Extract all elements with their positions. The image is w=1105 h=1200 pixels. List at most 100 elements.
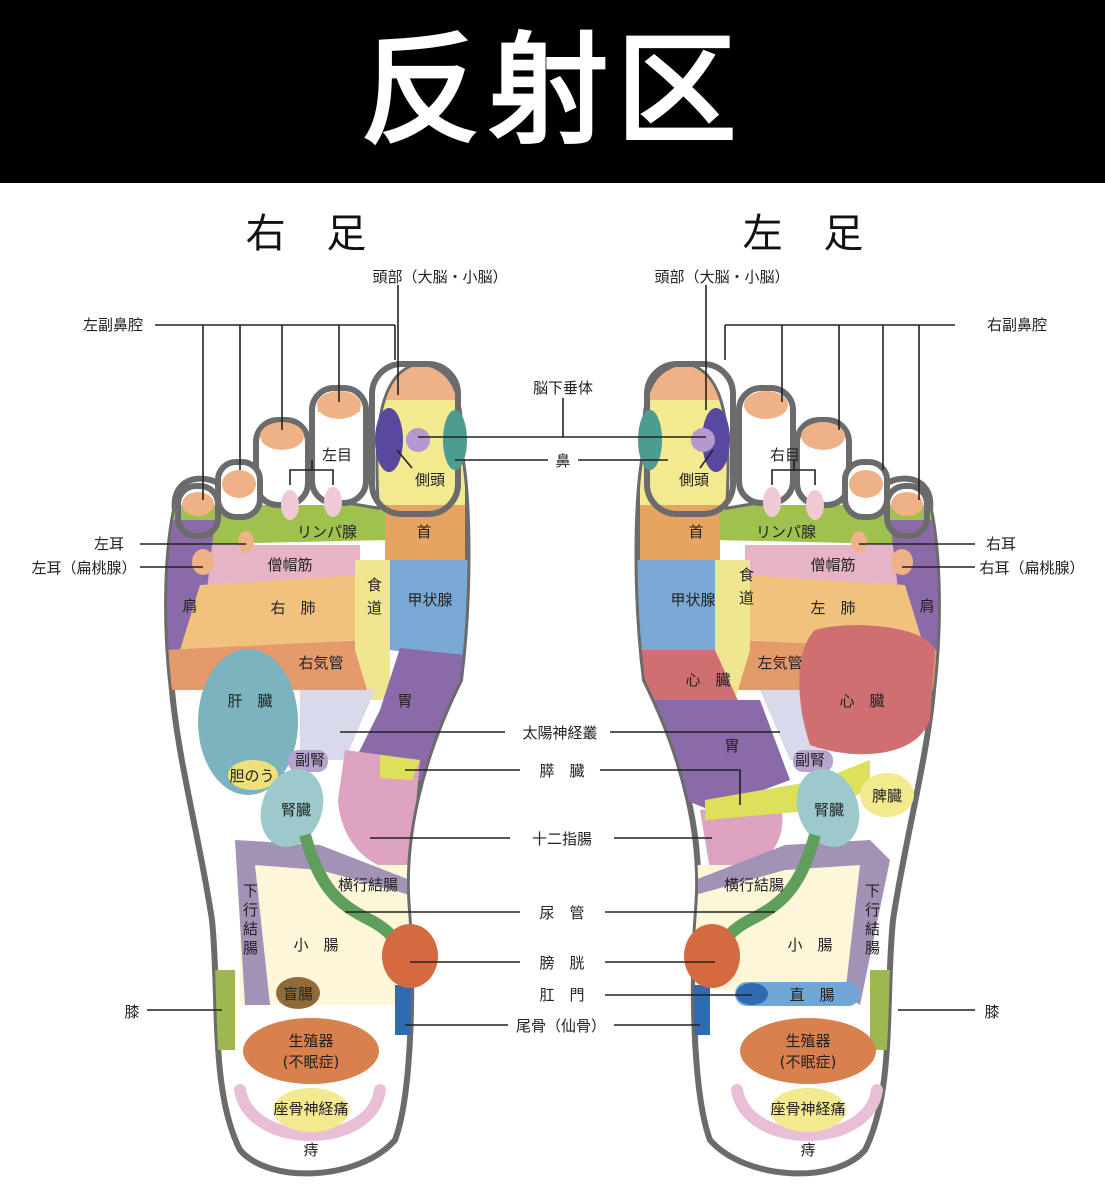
right-lymph-label: リンパ腺	[297, 523, 357, 541]
right-bladder	[382, 924, 438, 988]
left-adrenal	[793, 750, 833, 772]
right-toe-tip-5	[182, 492, 214, 516]
right-tonsil-spot	[192, 549, 214, 575]
left-insomnia-label: (不眠症)	[780, 1053, 837, 1071]
left-toe-5	[884, 483, 930, 539]
ureter-label: 尿 管	[539, 904, 584, 922]
right-cecum-label: 盲腸	[283, 985, 313, 1003]
coccyx-label: 尾骨（仙骨）	[516, 1017, 606, 1035]
left-ear-spot	[851, 531, 867, 553]
left-genitals	[740, 1018, 876, 1084]
title-banner: 反射区	[0, 0, 1105, 183]
left-sciatic-core	[770, 1088, 846, 1132]
right-coccyx-zone	[395, 985, 415, 1035]
pituitary-label: 脳下垂体	[533, 379, 593, 397]
right-toe-tip-4	[222, 470, 256, 498]
right-temple-spot	[375, 408, 403, 472]
page-title: 反射区	[360, 22, 745, 161]
right-ear-tonsil-label: 右耳（扁桃腺）	[979, 559, 1084, 577]
left-heart-small-label: 心 臓	[685, 671, 730, 689]
left-anus-spot	[736, 983, 768, 1005]
right-stomach-label: 胃	[397, 692, 412, 710]
right-transverse-colon-label: 横行結腸	[338, 876, 398, 894]
solar-plexus-label: 太陽神経叢	[522, 724, 597, 742]
left-shoulder-label: 肩	[919, 597, 934, 615]
knee-label-left: 膝	[984, 1003, 999, 1021]
right-gallbladder	[228, 760, 278, 790]
right-lung-zone	[180, 575, 360, 650]
right-adrenal-label: 副腎	[295, 751, 325, 769]
right-adrenal	[288, 750, 328, 772]
pancreas-label: 膵 臓	[539, 762, 584, 780]
right-lung-label: 右 肺	[270, 599, 315, 617]
right-sinus-label: 右副鼻腔	[987, 316, 1047, 334]
right-esophagus-zone	[355, 560, 390, 700]
right-left-eye-label: 左目	[322, 446, 352, 464]
left-trapezius-label: 僧帽筋	[810, 556, 855, 574]
left-rectum-label: 直 腸	[789, 986, 834, 1004]
right-duodenum-zone	[338, 750, 420, 871]
left-heart	[799, 625, 935, 755]
left-small-intestine-label: 小 腸	[787, 936, 832, 954]
left-tonsil-spot	[891, 549, 913, 575]
left-right-eye-label: 右目	[770, 446, 800, 464]
left-sciatic-label: 座骨神経痛	[770, 1100, 845, 1118]
left-colon-band	[695, 840, 890, 1005]
right-toe-tip-2b	[317, 391, 361, 419]
right-ear-label: 右耳	[986, 535, 1016, 553]
left-heart-small-zone	[640, 650, 740, 705]
duodenum-label: 十二指腸	[532, 830, 592, 848]
leader-lines	[140, 285, 975, 1026]
right-ear-spot	[238, 531, 254, 553]
left-foot-heading: 左 足	[743, 211, 878, 257]
right-kidney	[260, 769, 324, 847]
right-cecum	[276, 977, 320, 1009]
right-neck-zone	[385, 505, 465, 560]
right-liver-label: 肝 臓	[227, 692, 272, 710]
left-lymph-label: リンパ腺	[756, 523, 816, 541]
left-stomach-label: 胃	[724, 737, 739, 755]
left-toe-tip-2	[744, 391, 788, 419]
reflexology-diagram: 右 足 左目 側頭 リンパ腺 首 僧帽筋 肩 右 肺 食道 甲状腺 右気管 肝 …	[31, 211, 1085, 1177]
left-toe-tip-5	[891, 492, 923, 516]
head-brain-label-right: 頭部（大脳・小脳）	[372, 268, 507, 286]
right-genitals	[243, 1018, 379, 1084]
right-small-intestine-label: 小 腸	[293, 936, 338, 954]
right-gallbladder-label: 胆のう	[229, 767, 274, 785]
right-liver	[198, 649, 298, 795]
bladder-label: 膀 胱	[539, 954, 584, 972]
left-pituitary-spot	[691, 428, 715, 452]
right-toe-5	[175, 483, 221, 539]
right-pituitary-spot	[406, 428, 430, 452]
right-sciatic-core	[273, 1088, 349, 1132]
left-esophagus-zone	[715, 560, 750, 700]
left-temple-label: 側頭	[679, 471, 709, 489]
left-thyroid-zone	[637, 560, 715, 650]
left-rectum-zone	[735, 982, 860, 1006]
left-lung-label: 左 肺	[810, 599, 855, 617]
left-bladder	[684, 924, 740, 988]
right-sciatic-arc	[234, 1084, 386, 1141]
left-spleen	[860, 773, 914, 817]
right-foot: 右 足 左目 側頭 リンパ腺 首 僧帽筋 肩 右 肺 食道 甲状腺 右気管 肝 …	[164, 211, 471, 1177]
left-neck-label: 首	[688, 523, 703, 541]
left-nose-spot	[638, 410, 662, 470]
left-toe-tip-4	[849, 470, 883, 498]
left-eye-spot-2	[806, 490, 824, 520]
nose-label: 鼻	[555, 452, 570, 470]
knee-label-right: 膝	[124, 1003, 139, 1021]
right-solar-zone	[300, 690, 375, 760]
right-eye-spot-1	[281, 490, 299, 520]
right-esophagus-label: 食道	[365, 577, 383, 623]
right-temple-label: 側頭	[415, 471, 445, 489]
anus-label: 肛 門	[539, 986, 584, 1004]
left-coccyx-zone	[690, 985, 710, 1035]
left-toe-tip-3	[801, 422, 845, 450]
right-trapezius-label: 僧帽筋	[267, 556, 312, 574]
left-spleen-label: 脾臓	[872, 787, 902, 805]
right-shoulder-label: 肩	[182, 597, 197, 615]
left-kidney-label: 腎臓	[814, 801, 844, 819]
right-eye-spot-2	[324, 487, 342, 517]
right-pancreas-zone	[380, 755, 420, 780]
left-sciatic-arc	[731, 1084, 883, 1141]
